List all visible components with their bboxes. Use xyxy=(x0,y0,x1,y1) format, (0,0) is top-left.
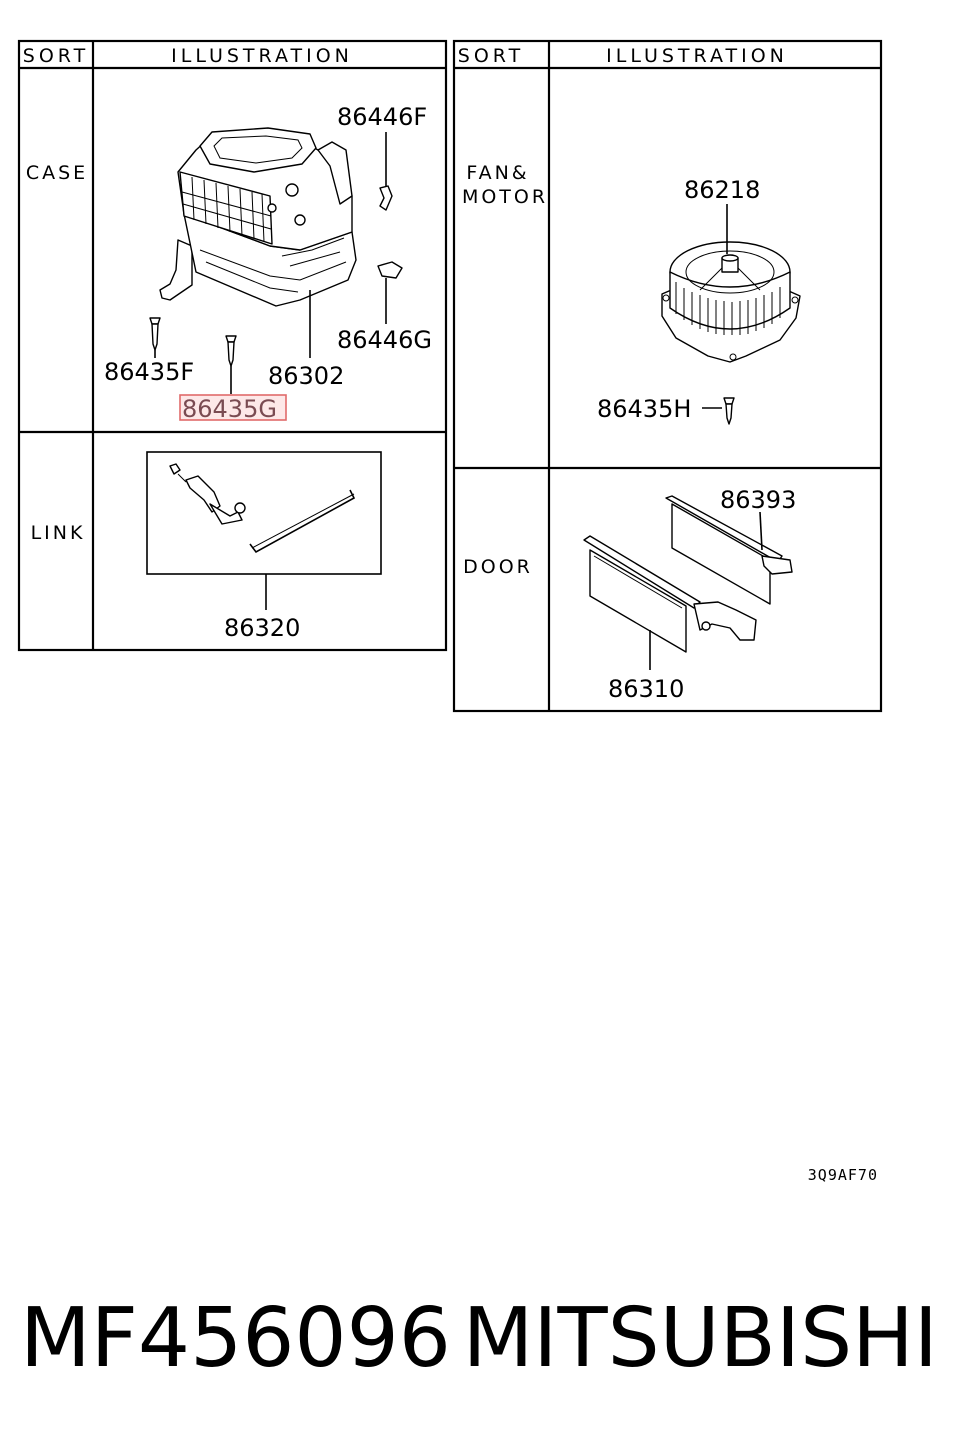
sort-label-case: CASE xyxy=(26,162,88,184)
part-label-86218[interactable]: 86218 xyxy=(684,176,760,204)
right-header-sort: SORT xyxy=(458,45,524,67)
sort-label-fan-line2: MOTOR xyxy=(462,186,548,208)
blower-motor-illustration xyxy=(661,204,801,425)
left-header-sort: SORT xyxy=(23,45,89,67)
sort-label-door: DOOR xyxy=(463,556,533,578)
part-label-86302[interactable]: 86302 xyxy=(268,362,344,390)
left-table: SORT ILLUSTRATION CASE LINK xyxy=(17,39,448,652)
link-illustration xyxy=(146,451,382,610)
part-label-86435H[interactable]: 86435H xyxy=(597,395,691,423)
door-illustration xyxy=(583,495,793,670)
sort-label-link: LINK xyxy=(31,522,86,544)
part-label-86446G[interactable]: 86446G xyxy=(337,326,432,354)
blower-case-illustration xyxy=(149,127,403,394)
part-label-86446F[interactable]: 86446F xyxy=(337,103,427,131)
sort-label-fan-line1: FAN& xyxy=(466,162,529,184)
part-label-86310[interactable]: 86310 xyxy=(608,675,684,703)
footer-part-number: MF456096 xyxy=(20,1291,451,1386)
part-label-86435F[interactable]: 86435F xyxy=(104,358,194,386)
left-header-illustration: ILLUSTRATION xyxy=(171,45,353,67)
highlight-box xyxy=(179,394,287,421)
right-table: SORT ILLUSTRATION FAN& MOTOR DOOR xyxy=(452,39,883,713)
footer-brand: MITSUBISHI xyxy=(463,1291,938,1386)
diagram-code: 3Q9AF70 xyxy=(808,1166,878,1184)
part-label-86393[interactable]: 86393 xyxy=(720,486,796,514)
part-label-86435G-highlighted[interactable]: 86435G xyxy=(182,395,277,423)
right-header-illustration: ILLUSTRATION xyxy=(606,45,788,67)
part-label-86320[interactable]: 86320 xyxy=(224,614,300,642)
